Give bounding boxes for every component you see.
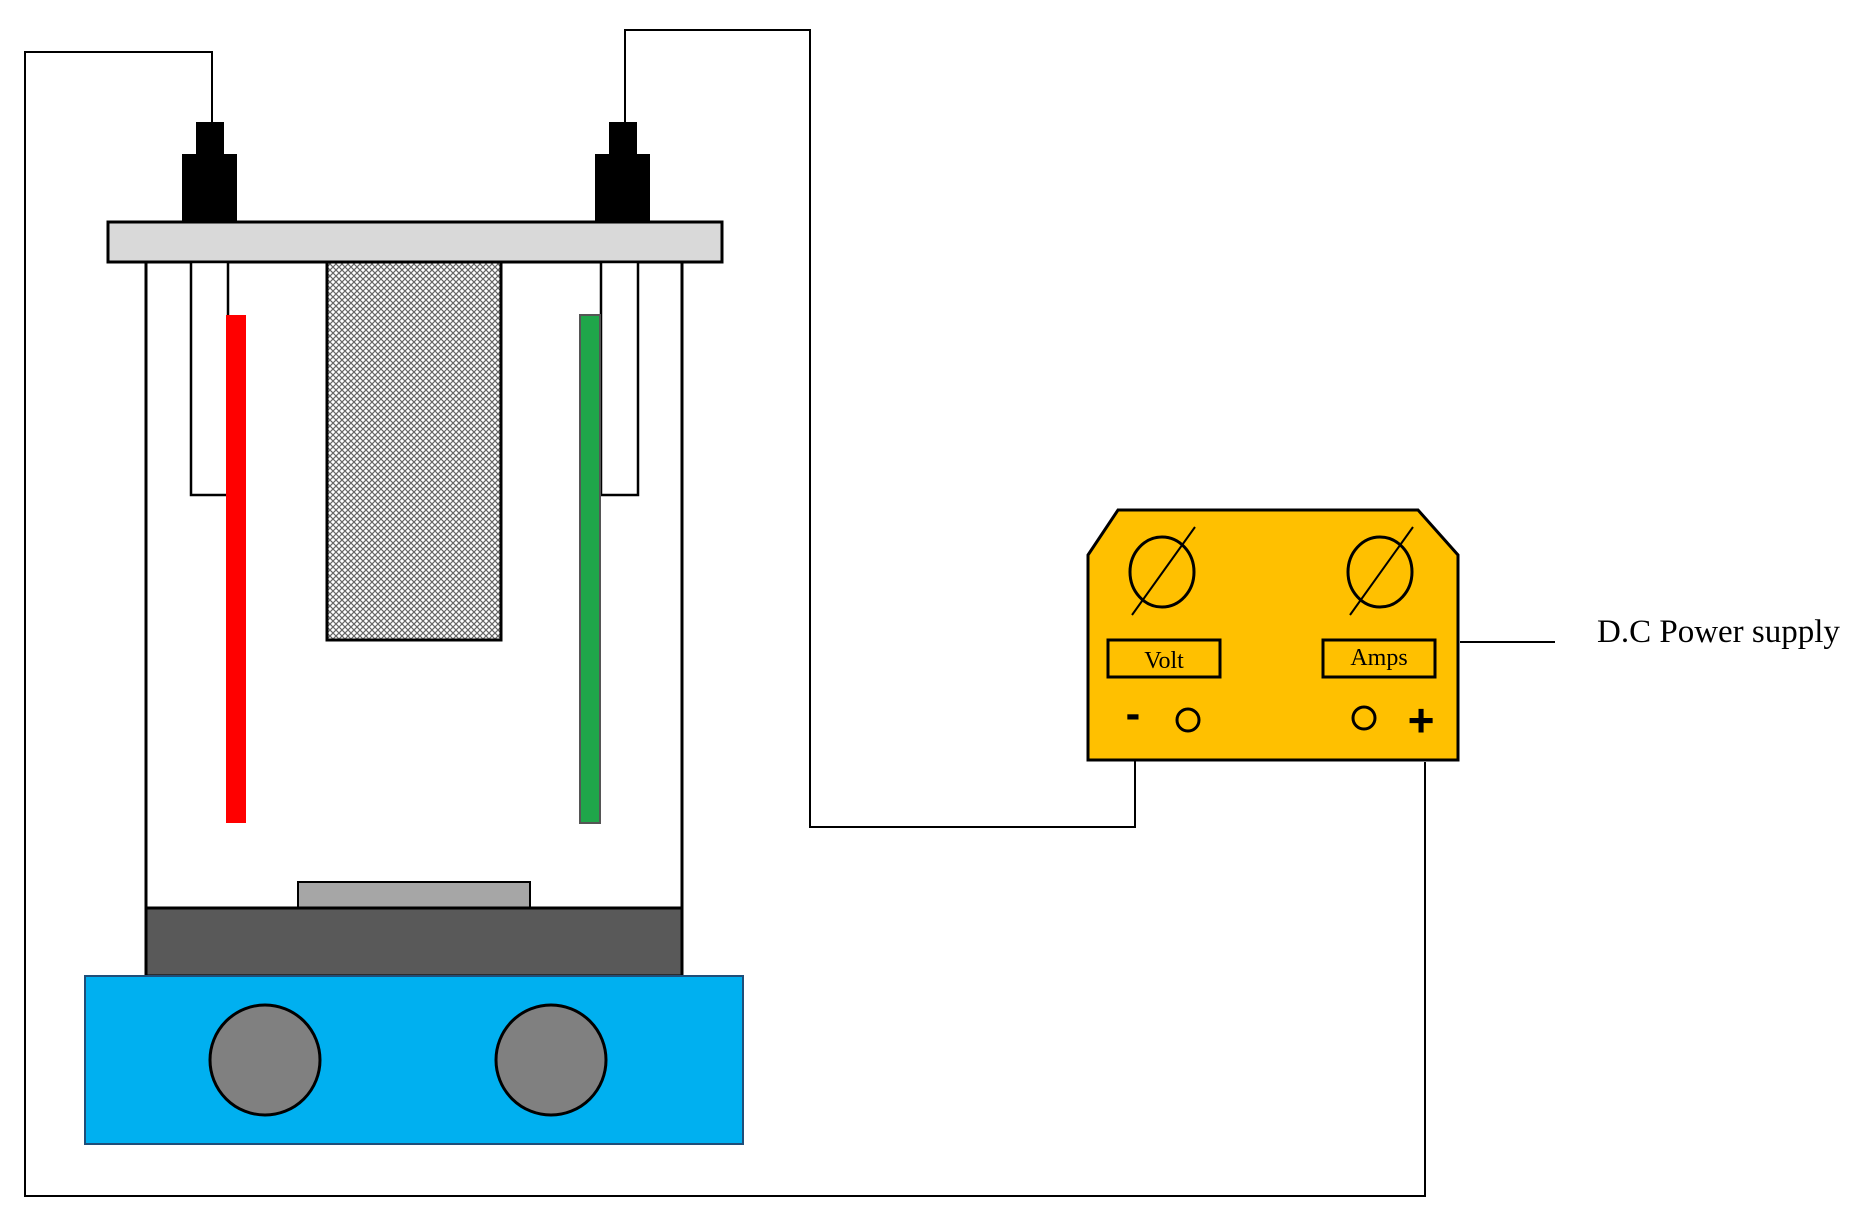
anode-electrode [226,315,246,823]
voltmeter-dial-icon [1128,526,1196,616]
anode-holder [189,260,230,497]
wire-anode-to-negative [24,51,1426,1197]
membrane [325,260,503,642]
negative-terminal-icon [1175,707,1201,733]
dc-power-supply: Volt Amps - + [1086,508,1460,762]
cell-lid [106,220,724,264]
volt-display [1106,638,1222,679]
stir-plate-base [84,975,744,1145]
power-supply-body [1086,508,1460,762]
stir-bar [297,881,531,909]
anode-connector [182,122,237,222]
positive-terminal-icon [1351,705,1377,731]
speed-knob [208,1003,322,1117]
positive-symbol: + [1408,694,1435,746]
amps-display [1321,638,1437,679]
cathode-connector [595,122,650,222]
heat-knob [494,1003,608,1117]
negative-symbol: - [1126,689,1141,738]
wire-cathode-to-positive [624,29,1136,828]
stir-plate-top [144,906,684,978]
amps-label: Amps [1350,645,1407,671]
cathode-electrode [579,314,601,824]
cathode-holder [599,260,640,497]
power-supply-label: D.C Power supply [1597,614,1840,650]
ammeter-dial-icon [1346,526,1414,616]
volt-label: Volt [1144,648,1184,674]
